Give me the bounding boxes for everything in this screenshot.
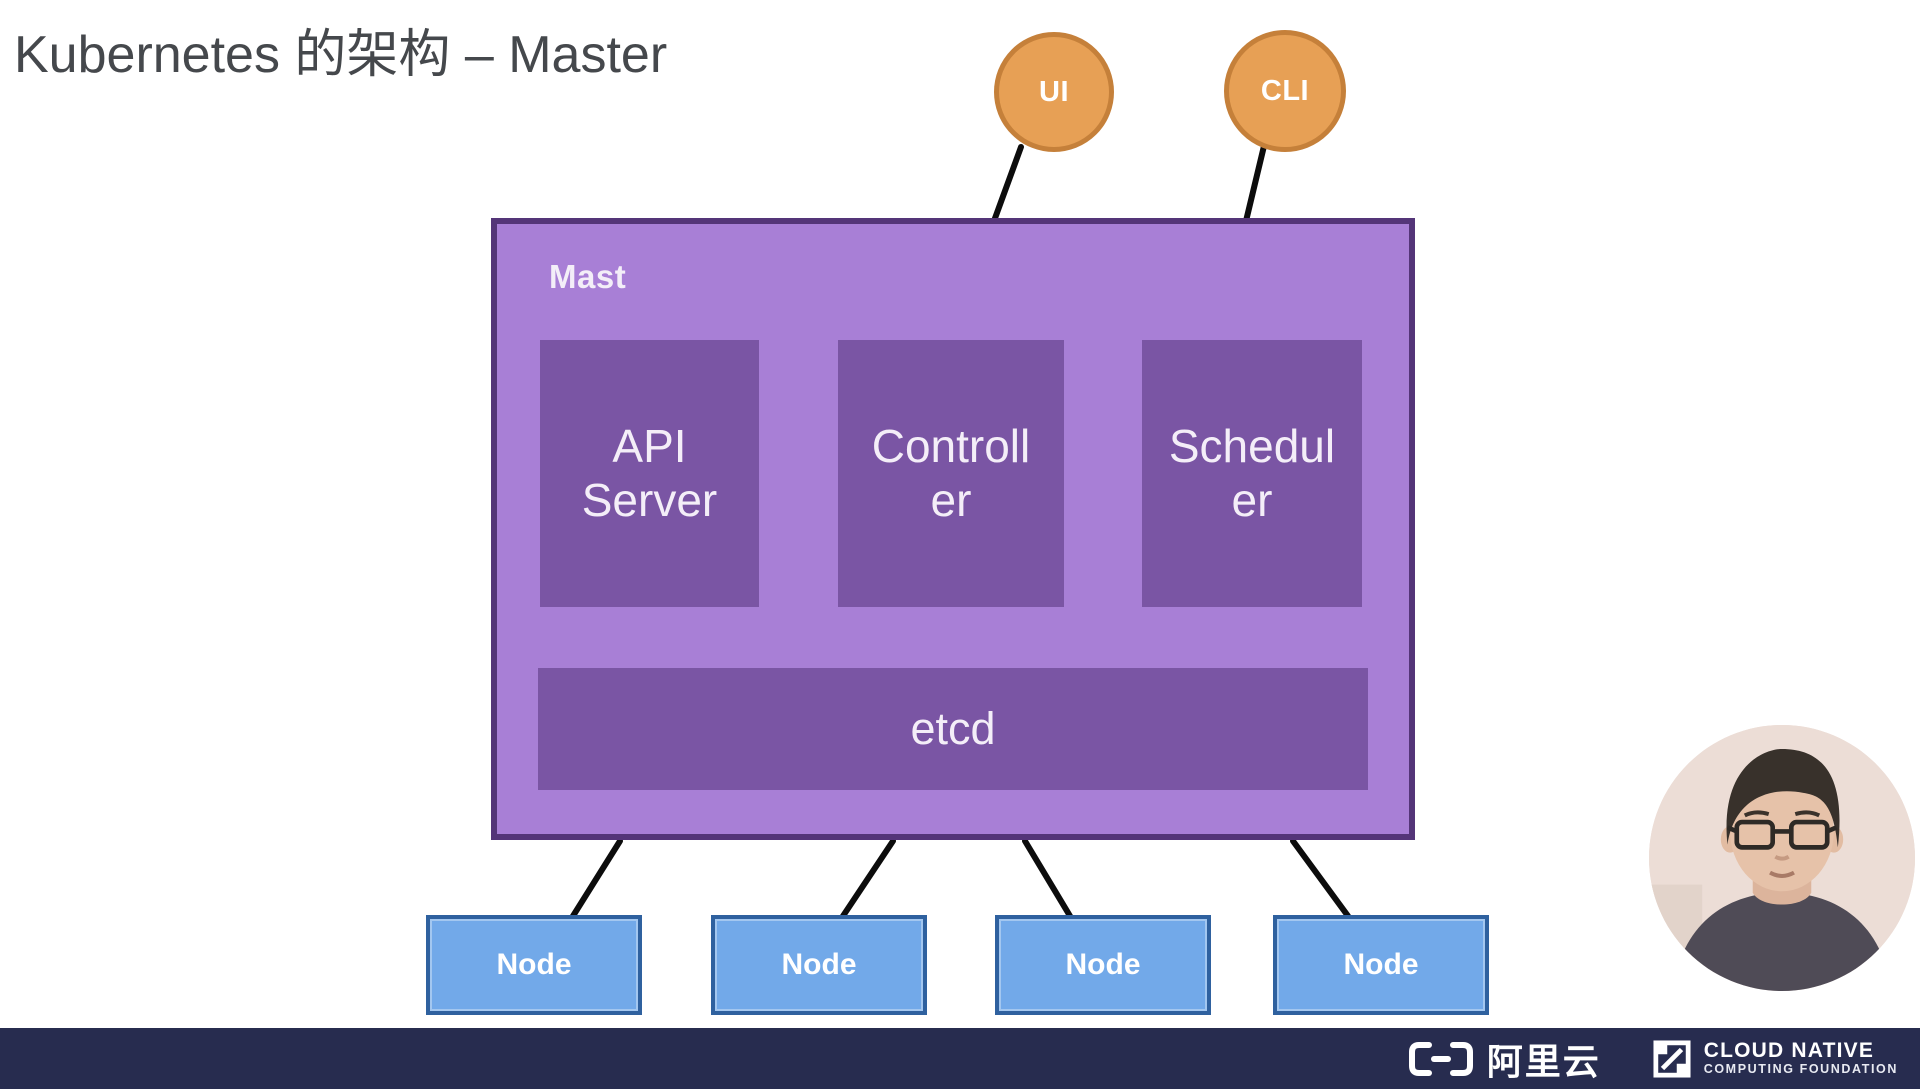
node-label: Node	[496, 948, 572, 981]
component-scheduler: Schedul er	[1142, 340, 1362, 607]
webcam-avatar	[1649, 725, 1915, 991]
cncf-logo-text: CLOUD NATIVE COMPUTING FOUNDATION	[1703, 1038, 1898, 1077]
alibaba-logo-text: 阿里云	[1486, 1040, 1601, 1082]
component-controller: Controll er	[838, 340, 1064, 607]
component-api-server: API Server	[540, 340, 759, 607]
master-box-label: Mast	[549, 258, 627, 295]
cncf-logo: CLOUD NATIVE COMPUTING FOUNDATION	[1653, 1038, 1898, 1078]
component-label-line: er	[1231, 473, 1273, 526]
node-label: Node	[1343, 948, 1419, 981]
alibaba-cloud-logo: 阿里云	[1408, 1033, 1601, 1085]
cncf-logo-line2: COMPUTING FOUNDATION	[1703, 1062, 1898, 1077]
node-box-2: Node	[711, 915, 927, 1015]
component-label-line: er	[930, 473, 972, 526]
component-etcd: etcd	[538, 668, 1368, 790]
node-box-4: Node	[1273, 915, 1489, 1015]
node-box-1: Node	[426, 915, 642, 1015]
component-label-line: Schedul	[1168, 420, 1336, 473]
node-label: Node	[1065, 948, 1141, 981]
component-label-line: Controll	[871, 420, 1031, 473]
component-api-server-label: API Server	[582, 420, 717, 527]
cncf-cube-icon	[1653, 1039, 1691, 1078]
master-box: Mast API Server Controll er Schedul er e…	[491, 218, 1415, 840]
presenter-illustration	[1649, 725, 1915, 991]
cli-client-circle: CLI	[1224, 30, 1346, 152]
slide-title: Kubernetes 的架构 – Master	[14, 26, 668, 84]
node-label: Node	[781, 948, 857, 981]
alibaba-brackets-icon	[1408, 1041, 1473, 1076]
cli-client-label: CLI	[1260, 74, 1310, 107]
component-controller-label: Controll er	[872, 420, 1031, 527]
ui-client-circle: UI	[994, 32, 1114, 152]
component-scheduler-label: Schedul er	[1169, 420, 1335, 527]
node-box-3: Node	[995, 915, 1211, 1015]
ui-client-label: UI	[1039, 75, 1069, 108]
footer-bar: 阿里云 CLOUD NATIVE COMPUTING FOUNDATION	[0, 1028, 1920, 1089]
component-label-line: API	[612, 420, 687, 473]
cncf-logo-line1: CLOUD NATIVE	[1703, 1038, 1875, 1062]
component-etcd-label: etcd	[910, 703, 996, 754]
component-label-line: Server	[581, 473, 718, 526]
